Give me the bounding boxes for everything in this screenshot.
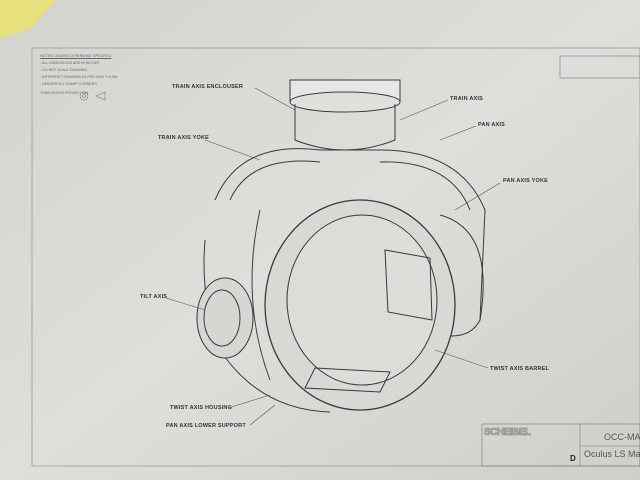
label-pan-axis-lower-support: PAN AXIS LOWER SUPPORT bbox=[166, 423, 246, 429]
drawing-number: OCC-MA bbox=[604, 432, 640, 442]
note: THIRD ANGLE PROJECTION bbox=[40, 91, 89, 95]
note: - DEBURR ALL SHARP CORNERS bbox=[40, 82, 97, 86]
note: - ALL DIMENSIONS ARE IN INCHES bbox=[40, 61, 100, 65]
label-tilt-axis: TILT AXIS bbox=[140, 294, 168, 300]
label-train-axis-yoke: TRAIN AXIS YOKE bbox=[158, 135, 209, 141]
tape bbox=[0, 0, 55, 38]
label-pan-axis: PAN AXIS bbox=[478, 122, 505, 128]
label-train-axis-enclouser: TRAIN AXIS ENCLOUSER bbox=[172, 84, 244, 90]
drawing-border bbox=[31, 47, 640, 467]
sheet-size: D bbox=[570, 454, 576, 463]
label-pan-axis-yoke: PAN AXIS YOKE bbox=[503, 178, 548, 184]
label-twist-axis-barrel: TWIST AXIS BARREL bbox=[490, 366, 550, 372]
projection-symbol bbox=[79, 91, 106, 101]
note: NOTES: UNLESS OTHERWISE SPECIFIED bbox=[40, 54, 112, 58]
note: - DO NOT SCALE DRAWING bbox=[40, 68, 88, 72]
title-block bbox=[481, 55, 640, 467]
drawing-title: Oculus LS Main Ass bbox=[584, 449, 640, 459]
company-logo: SCHEIBEL bbox=[484, 427, 532, 439]
label-twist-axis-housing: TWIST AXIS HOUSING bbox=[170, 405, 233, 411]
label-train-axis: TRAIN AXIS bbox=[450, 96, 483, 102]
note: - INTERPRET DRAWING AS PER ANSI Y14.5M bbox=[40, 75, 118, 79]
tilt-axis-disc bbox=[196, 277, 254, 359]
leader-lines bbox=[165, 87, 501, 426]
gimbal-assembly bbox=[196, 79, 486, 413]
